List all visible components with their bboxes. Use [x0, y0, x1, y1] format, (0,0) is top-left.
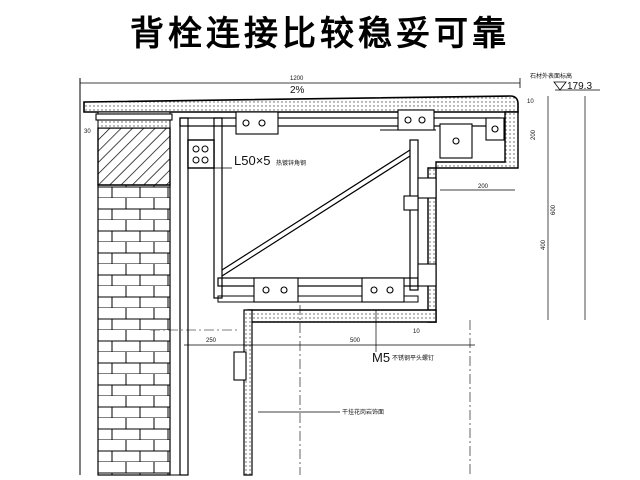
svg-text:200: 200 [478, 184, 489, 190]
svg-text:10: 10 [527, 99, 534, 105]
svg-text:400: 400 [541, 239, 547, 250]
angle-steel-label: L50×5 [234, 153, 271, 168]
centerlines [150, 305, 471, 475]
right-dimensions: 10 200 600 400 200 10 [413, 96, 586, 335]
overall-width-label: 1200 [290, 76, 304, 82]
steel-posts [170, 117, 223, 476]
hatched-block: 30 [84, 111, 171, 186]
top-dimension: 1200 [79, 76, 521, 88]
bottom-dimensions: 250 500 M5 不锈钢平头螺钉 干挂花岗岩饰面 [184, 310, 475, 416]
svg-text:热镀锌角钢: 热镀锌角钢 [276, 159, 306, 167]
right-cladding [243, 111, 519, 476]
svg-text:石材外表面标高: 石材外表面标高 [530, 72, 572, 80]
elevation-label: 179.3 [567, 81, 592, 92]
angle-steel-callout: L50×5 热镀锌角钢 [187, 139, 306, 169]
svg-text:250: 250 [206, 338, 217, 344]
svg-text:10: 10 [413, 329, 420, 335]
coping-slab: 2% [83, 85, 519, 113]
bolt-label: M5 [372, 350, 390, 365]
stone-note-label: 干挂花岗岩饰面 [342, 408, 384, 416]
svg-text:30: 30 [84, 129, 91, 135]
elevation-marker: 石材外表面标高 179.3 [530, 72, 600, 92]
slope-label: 2% [290, 85, 305, 96]
page-title: 背栓连接比较稳妥可靠 [130, 14, 510, 54]
svg-text:500: 500 [350, 338, 361, 344]
anchor-brackets [95, 109, 505, 381]
svg-text:600: 600 [551, 204, 557, 215]
svg-text:不锈钢平头螺钉: 不锈钢平头螺钉 [392, 354, 434, 362]
svg-text:200: 200 [531, 129, 537, 140]
